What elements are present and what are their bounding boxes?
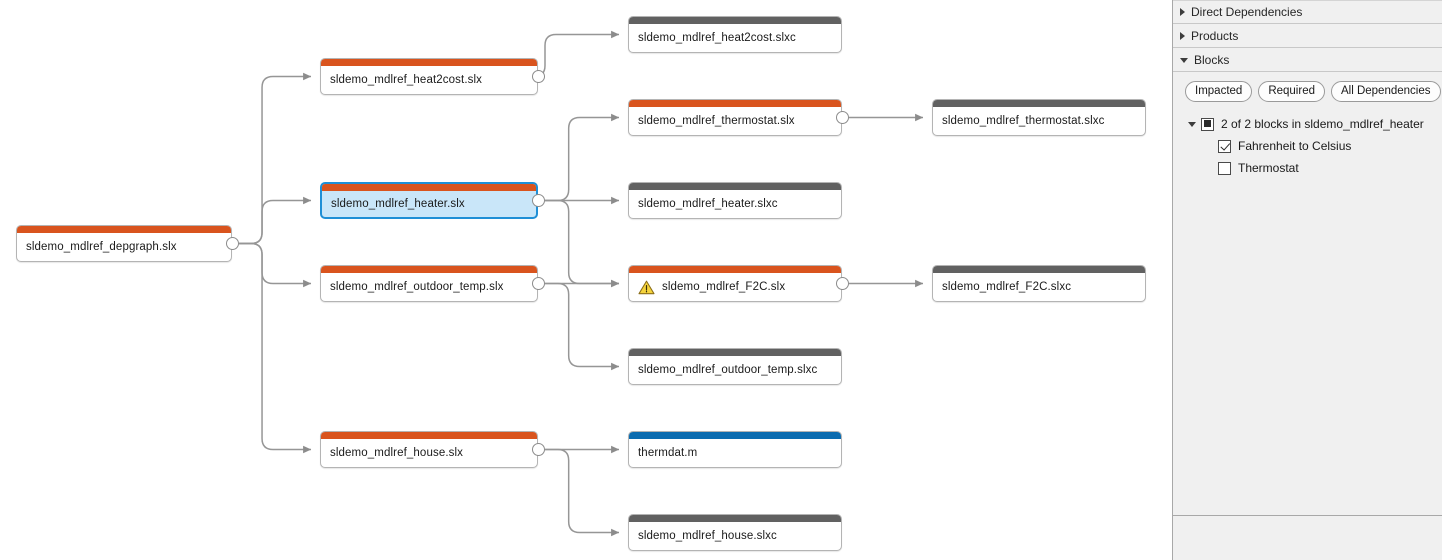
- tree-row-thermostat[interactable]: Thermostat: [1173, 157, 1442, 179]
- node-type-bar-slxc: [629, 515, 841, 522]
- node-body: thermdat.m: [629, 439, 841, 467]
- node-type-bar-slxc: [629, 17, 841, 24]
- node-type-bar-slx: [17, 226, 231, 233]
- node-connector-outdoor_temp[interactable]: [531, 277, 545, 290]
- node-label: sldemo_mdlref_heater.slx: [331, 198, 465, 210]
- block-filter-group: Impacted Required All Dependencies: [1173, 81, 1442, 102]
- node-label: sldemo_mdlref_house.slx: [330, 447, 464, 459]
- node-body: sldemo_mdlref_F2C.slxc: [933, 273, 1145, 301]
- node-body: sldemo_mdlref_heat2cost.slx: [321, 66, 537, 94]
- graph-node-outdoor_temp[interactable]: sldemo_mdlref_outdoor_temp.slx: [320, 265, 538, 302]
- node-label: sldemo_mdlref_heat2cost.slxc: [638, 32, 796, 44]
- blocks-section-content: Impacted Required All Dependencies 2 of …: [1173, 72, 1442, 516]
- graph-node-thermdat[interactable]: thermdat.m: [628, 431, 842, 468]
- section-title-products: Products: [1191, 28, 1239, 43]
- section-header-direct-dependencies[interactable]: Direct Dependencies: [1173, 0, 1442, 24]
- node-type-bar-slx: [321, 432, 537, 439]
- node-label: thermdat.m: [638, 447, 698, 459]
- node-body: sldemo_mdlref_heat2cost.slxc: [629, 24, 841, 52]
- node-body: sldemo_mdlref_thermostat.slxc: [933, 107, 1145, 135]
- section-title-direct-dependencies: Direct Dependencies: [1191, 5, 1303, 19]
- node-type-bar-slx: [321, 266, 537, 273]
- node-body: sldemo_mdlref_F2C.slx: [629, 273, 841, 301]
- node-connector-thermostat[interactable]: [835, 111, 849, 124]
- section-title-blocks: Blocks: [1194, 52, 1230, 67]
- node-label: sldemo_mdlref_F2C.slx: [662, 281, 786, 293]
- node-type-bar-m: [629, 432, 841, 439]
- node-type-bar-slx: [629, 266, 841, 273]
- node-label: sldemo_mdlref_heater.slxc: [638, 198, 778, 210]
- node-label: sldemo_mdlref_thermostat.slxc: [942, 115, 1105, 127]
- section-header-products[interactable]: Products: [1173, 24, 1442, 48]
- tree-label-blocks-group: 2 of 2 blocks in sldemo_mdlref_heater: [1221, 117, 1424, 131]
- graph-node-house_slxc[interactable]: sldemo_mdlref_house.slxc: [628, 514, 842, 551]
- checkbox-fahrenheit-to-celsius[interactable]: [1218, 139, 1231, 153]
- dependency-details-panel: Direct Dependencies Products Blocks Impa…: [1172, 0, 1442, 560]
- graph-node-outdoor_slxc[interactable]: sldemo_mdlref_outdoor_temp.slxc: [628, 348, 842, 385]
- chevron-down-icon[interactable]: [1188, 122, 1196, 127]
- graph-node-f2c[interactable]: sldemo_mdlref_F2C.slx: [628, 265, 842, 302]
- chevron-right-icon: [1180, 31, 1185, 40]
- node-label: sldemo_mdlref_outdoor_temp.slx: [330, 281, 504, 293]
- node-connector-f2c[interactable]: [835, 277, 849, 290]
- tree-row-blocks-group[interactable]: 2 of 2 blocks in sldemo_mdlref_heater: [1173, 113, 1442, 135]
- graph-node-heater[interactable]: sldemo_mdlref_heater.slx: [320, 182, 538, 219]
- node-type-bar-slx: [321, 59, 537, 66]
- node-body: sldemo_mdlref_heater.slx: [322, 191, 536, 217]
- node-body: sldemo_mdlref_house.slx: [321, 439, 537, 467]
- node-connector-house[interactable]: [531, 443, 545, 456]
- graph-node-depgraph[interactable]: sldemo_mdlref_depgraph.slx: [16, 225, 232, 262]
- warning-icon: [638, 280, 655, 294]
- node-connector-heat2cost[interactable]: [531, 70, 545, 83]
- node-label: sldemo_mdlref_house.slxc: [638, 530, 777, 542]
- graph-node-heater_slxc[interactable]: sldemo_mdlref_heater.slxc: [628, 182, 842, 219]
- panel-empty-area: [1173, 516, 1442, 560]
- node-connector-depgraph[interactable]: [225, 237, 239, 250]
- node-type-bar-slxc: [933, 100, 1145, 107]
- graph-node-f2c_slxc[interactable]: sldemo_mdlref_F2C.slxc: [932, 265, 1146, 302]
- node-body: sldemo_mdlref_thermostat.slx: [629, 107, 841, 135]
- filter-button-required[interactable]: Required: [1258, 81, 1325, 102]
- node-body: sldemo_mdlref_depgraph.slx: [17, 233, 231, 261]
- node-body: sldemo_mdlref_outdoor_temp.slx: [321, 273, 537, 301]
- node-connector-heater[interactable]: [531, 194, 545, 207]
- graph-node-house[interactable]: sldemo_mdlref_house.slx: [320, 431, 538, 468]
- chevron-down-icon: [1180, 57, 1188, 63]
- graph-node-thermostat_slxc[interactable]: sldemo_mdlref_thermostat.slxc: [932, 99, 1146, 136]
- node-body: sldemo_mdlref_house.slxc: [629, 522, 841, 550]
- graph-node-heat2cost_slxc[interactable]: sldemo_mdlref_heat2cost.slxc: [628, 16, 842, 53]
- checkbox-thermostat[interactable]: [1218, 161, 1231, 175]
- node-type-bar-slxc: [933, 266, 1145, 273]
- graph-node-layer: sldemo_mdlref_depgraph.slx sldemo_mdlref_…: [16, 16, 1146, 551]
- node-type-bar-slxc: [629, 183, 841, 190]
- node-type-bar-slx: [322, 184, 536, 191]
- dependency-graph-canvas[interactable]: sldemo_mdlref_depgraph.slx sldemo_mdlref_…: [0, 0, 1172, 560]
- section-header-blocks[interactable]: Blocks: [1173, 48, 1442, 72]
- node-label: sldemo_mdlref_F2C.slxc: [942, 281, 1072, 293]
- node-label: sldemo_mdlref_heat2cost.slx: [330, 74, 483, 86]
- filter-button-all-dependencies[interactable]: All Dependencies: [1330, 81, 1441, 102]
- node-body: sldemo_mdlref_outdoor_temp.slxc: [629, 356, 841, 384]
- tree-label-thermostat: Thermostat: [1238, 161, 1299, 175]
- node-label: sldemo_mdlref_depgraph.slx: [26, 241, 177, 253]
- node-label: sldemo_mdlref_thermostat.slx: [638, 115, 795, 127]
- node-body: sldemo_mdlref_heater.slxc: [629, 190, 841, 218]
- tree-row-fahrenheit-to-celsius[interactable]: Fahrenheit to Celsius: [1173, 135, 1442, 157]
- graph-node-heat2cost[interactable]: sldemo_mdlref_heat2cost.slx: [320, 58, 538, 95]
- tree-label-fahrenheit-to-celsius: Fahrenheit to Celsius: [1238, 139, 1352, 153]
- node-type-bar-slxc: [629, 349, 841, 356]
- graph-node-thermostat[interactable]: sldemo_mdlref_thermostat.slx: [628, 99, 842, 136]
- node-type-bar-slx: [629, 100, 841, 107]
- node-label: sldemo_mdlref_outdoor_temp.slxc: [638, 364, 818, 376]
- checkbox-blocks-group[interactable]: [1201, 117, 1214, 131]
- filter-button-impacted[interactable]: Impacted: [1185, 81, 1253, 102]
- chevron-right-icon: [1180, 8, 1185, 16]
